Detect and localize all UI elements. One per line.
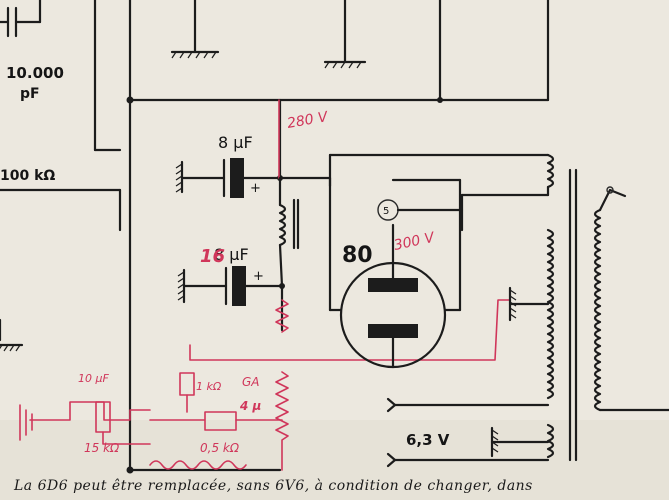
socket-number-label: 5 — [383, 206, 389, 217]
tube-number-label: 80 — [342, 243, 373, 268]
cap-unit-label: pF — [20, 86, 40, 102]
cap-override-annotation: 16 — [200, 246, 225, 267]
res-a-annotation: 1 kΩ — [196, 380, 222, 393]
ground-icon — [490, 426, 550, 458]
electrolytic-capacitor-lower: + — [182, 266, 284, 306]
svg-text:+: + — [250, 181, 261, 196]
current-annotation: 4 μ — [239, 399, 262, 413]
rectifier-tube — [339, 223, 447, 369]
ground-icon — [508, 286, 550, 322]
ground-icon — [175, 160, 184, 194]
cap-value-label: 10.000 — [6, 64, 64, 82]
cap-small-annotation: 10 μF — [78, 372, 109, 385]
red-annotations — [19, 99, 511, 471]
electrolytic-capacitor-upper: + — [180, 158, 282, 198]
ground-icon — [170, 0, 220, 59]
res-b-annotation: 15 kΩ — [84, 441, 120, 455]
hv-upper-annotation: 280 V — [286, 109, 330, 132]
filament-voltage-label: 6,3 V — [406, 431, 450, 449]
top-left-capacitor — [0, 6, 42, 38]
res-ga-annotation: GA — [242, 375, 260, 389]
ground-icon — [0, 343, 24, 352]
res-c-annotation: 0,5 kΩ — [200, 441, 240, 455]
resistor-label: 100 kΩ — [0, 168, 55, 184]
filter-choke — [278, 198, 300, 250]
svg-text:+: + — [253, 269, 264, 284]
caption-text: La 6D6 peut être remplacée, sans 6V6, à … — [14, 478, 533, 494]
ground-icon — [323, 0, 367, 69]
cap-lower-label: 8 μF — [214, 245, 249, 264]
cap-upper-label: 8 μF — [218, 133, 253, 152]
